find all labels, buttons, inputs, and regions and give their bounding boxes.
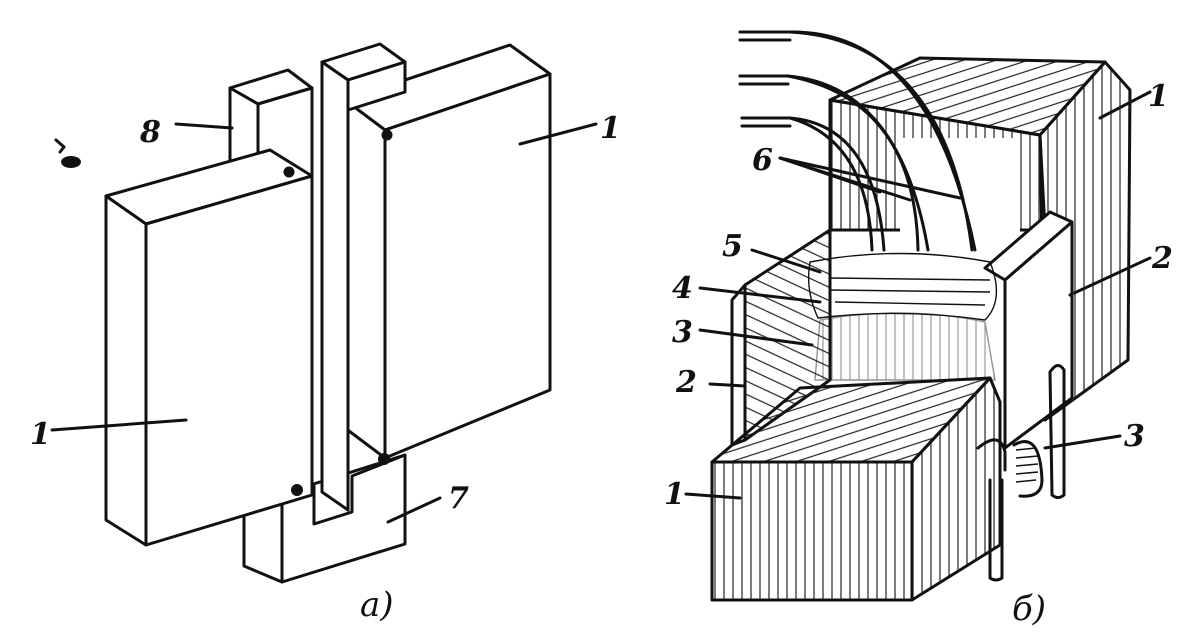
label-1-bottom: 1 xyxy=(664,477,685,512)
contact-dot xyxy=(283,166,295,178)
label-6: 6 xyxy=(752,143,773,178)
label-8: 8 xyxy=(139,115,161,150)
label-3-left: 3 xyxy=(672,315,693,350)
label-3-right: 3 xyxy=(1124,419,1145,454)
cooling-pipes xyxy=(976,364,1066,582)
electrode-leads xyxy=(738,30,977,252)
label-1-left: 1 xyxy=(30,417,51,452)
contact-dot xyxy=(291,484,303,496)
lower-magnet xyxy=(710,376,1002,602)
label-7: 7 xyxy=(448,481,469,516)
label-4: 4 xyxy=(672,271,693,306)
center-bar xyxy=(320,42,407,512)
label-2-left: 2 xyxy=(675,365,697,400)
coil-right xyxy=(1012,440,1044,498)
contact-dot xyxy=(378,453,390,465)
caption-b: б) xyxy=(1012,589,1046,629)
label-1-top: 1 xyxy=(1148,79,1169,114)
label-2-right: 2 xyxy=(1151,241,1173,276)
figure-b-drawing: 6 1 5 2 4 3 2 3 1 б) xyxy=(664,30,1173,629)
contact-dot xyxy=(381,129,393,141)
label-1-right: 1 xyxy=(600,111,621,146)
magnet-plate-left xyxy=(104,148,314,547)
caption-a: а) xyxy=(360,585,394,625)
magnet-plate-right xyxy=(343,43,552,460)
ink-blot xyxy=(61,156,81,168)
label-5: 5 xyxy=(722,229,743,264)
plasma-gap xyxy=(807,252,998,381)
ink-mark xyxy=(54,138,66,154)
pole-piece-right xyxy=(983,210,1074,450)
figure-a-drawing: 8 1 1 7 а) xyxy=(30,42,621,625)
